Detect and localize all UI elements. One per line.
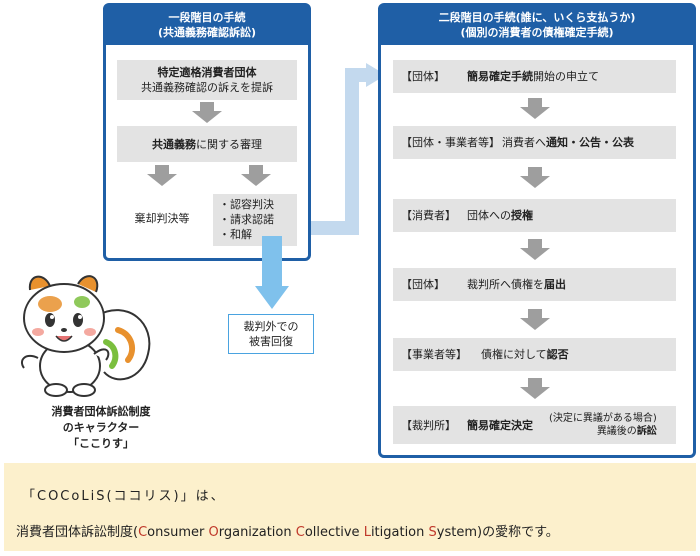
out-of-court-recovery-box: 裁判外での 被害回復	[228, 314, 314, 354]
dismissal-box: 棄却判決等	[118, 196, 206, 240]
mascot-caption: 消費者団体訴訟制度 のキャラクター 「ここりす」	[51, 405, 151, 450]
outcome-settlement: ・和解	[219, 228, 252, 241]
down-arrow-outcomes	[241, 165, 271, 186]
filing-box: 特定適格消費者団体 共通義務確認の訴えを提訴	[117, 60, 297, 100]
down-arrow-r3	[520, 239, 550, 260]
outcomes-box: ・認容判決 ・請求認諾 ・和解	[213, 194, 297, 246]
down-arrow-r2	[520, 167, 550, 188]
step-court-decision: 【裁判所】 簡易確定決定 (決定に異議がある場合) 異議後の訴訟	[393, 406, 676, 444]
nickname-banner: 「COCoLiS(ココリス)」は、 消費者団体訴訟制度(Consumer Org…	[4, 463, 696, 551]
down-arrow-1	[192, 102, 222, 123]
outcome-judgment: ・認容判決	[219, 198, 274, 211]
objection-note: (決定に異議がある場合) 異議後の訴訟	[549, 413, 657, 437]
step-acknowledgment: 【事業者等】 債権に対して認否	[393, 338, 676, 371]
second-stage-title: 二段階目の手続(誰に、いくら支払うか) (個別の消費者の債権確定手続)	[381, 6, 693, 45]
mascot-squirrel-illustration	[20, 275, 151, 397]
down-arrow-r4	[520, 309, 550, 330]
banner-line-2: 消費者団体訴訟制度(Consumer Organization Collecti…	[16, 525, 559, 540]
banner-line-1: 「COCoLiS(ココリス)」は、	[22, 489, 226, 504]
outcome-acknowledgment: ・請求認諾	[219, 213, 274, 226]
down-arrow-out-of-court	[255, 236, 289, 309]
step-authorization: 【消費者】 団体への授権	[393, 199, 676, 232]
step-notification: 【団体・事業者等】 消費者へ通知・公告・公表	[393, 126, 676, 159]
down-arrow-r1	[520, 98, 550, 119]
down-arrow-r5	[520, 378, 550, 399]
hearing-box: 共通義務に関する審理	[117, 126, 297, 162]
down-arrow-dismissal	[147, 165, 177, 186]
step-filing-claims: 【団体】 裁判所へ債権を届出	[393, 268, 676, 301]
step-application: 【団体】 簡易確定手続開始の申立て	[393, 60, 676, 93]
first-stage-title: 一段階目の手続 (共通義務確認訴訟)	[106, 6, 308, 45]
